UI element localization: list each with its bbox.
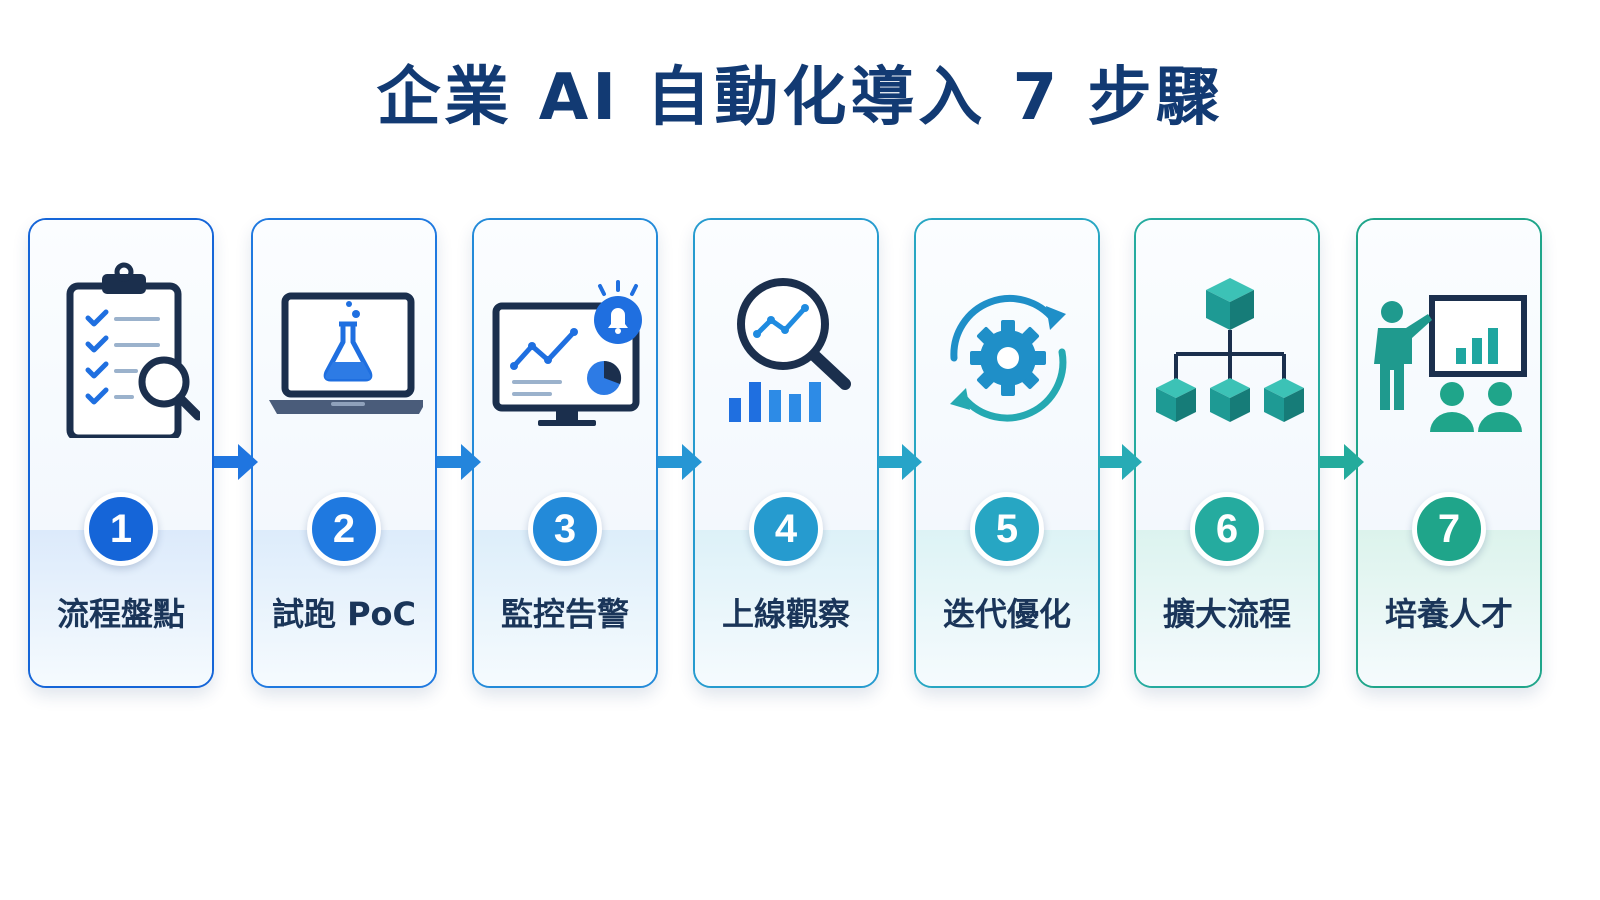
page-title: 企業 AI 自動化導入 7 步驟 — [376, 61, 1224, 135]
step-number-badge: 7 — [1412, 492, 1486, 566]
step-card-4: 4 上線觀察 — [693, 218, 879, 688]
step-label: 擴大流程 — [1162, 595, 1291, 633]
step-number-badge: 2 — [307, 492, 381, 566]
step-number-badge: 5 — [970, 492, 1044, 566]
magnifier-trend-chart-icon — [729, 278, 851, 422]
step-number-badge: 4 — [749, 492, 823, 566]
flow-arrow-icon — [658, 444, 702, 480]
cube-hierarchy-icon — [1156, 278, 1304, 422]
flow-arrow-icon — [214, 444, 258, 480]
gear-cycle-icon — [950, 295, 1067, 422]
clipboard-checklist-magnifier-icon — [66, 262, 200, 438]
step-card-6: 6 擴大流程 — [1134, 218, 1320, 688]
step-card-7: 7 培養人才 — [1356, 218, 1542, 688]
step-card-2: 2 試跑 PoC — [251, 218, 437, 688]
laptop-flask-icon — [269, 292, 423, 414]
step-icon-area — [1136, 220, 1318, 530]
step-icon-area — [695, 220, 877, 530]
step-label: 試跑 PoC — [271, 595, 417, 633]
flow-arrow-icon — [1320, 444, 1364, 480]
step-number-badge: 1 — [84, 492, 158, 566]
step-label: 培養人才 — [1384, 595, 1513, 633]
step-number-badge: 3 — [528, 492, 602, 566]
step-label: 流程盤點 — [56, 595, 185, 633]
step-label: 監控告警 — [500, 595, 629, 633]
presenter-audience-icon — [1374, 295, 1527, 432]
step-label: 上線觀察 — [721, 595, 850, 633]
monitor-chart-bell-icon — [492, 280, 642, 426]
step-number-badge: 6 — [1190, 492, 1264, 566]
flow-arrow-icon — [437, 444, 481, 480]
step-card-1: 1 流程盤點 — [28, 218, 214, 688]
flow-arrow-icon — [1098, 444, 1142, 480]
step-card-3: 3 監控告警 — [472, 218, 658, 688]
step-label: 迭代優化 — [942, 595, 1071, 633]
step-card-5: 5 迭代優化 — [914, 218, 1100, 688]
flow-arrow-icon — [878, 444, 922, 480]
